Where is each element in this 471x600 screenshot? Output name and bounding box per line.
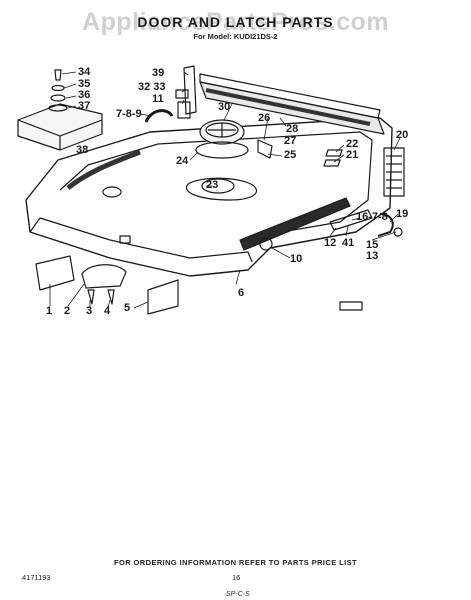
dispenser-outline <box>185 177 258 201</box>
callout-5: 5 <box>124 302 131 314</box>
page-title: DOOR AND LATCH PARTS <box>137 14 334 30</box>
part-4-pin <box>107 289 115 305</box>
part-23-cap <box>201 178 235 194</box>
callout-25: 25 <box>284 149 297 161</box>
callout-15: 15 <box>366 239 379 251</box>
part-3-screw <box>87 289 95 305</box>
callout-3: 3 <box>86 305 93 317</box>
callout-35: 35 <box>78 78 91 90</box>
callout-21: 21 <box>346 149 359 161</box>
callout-28: 28 <box>286 123 299 135</box>
callout-2: 2 <box>64 305 71 317</box>
part-7-8-9-arm <box>144 109 174 123</box>
part-24-gasket <box>195 141 249 159</box>
callout-36: 36 <box>78 89 91 101</box>
part-22-clip <box>325 149 343 157</box>
part-37-washer <box>48 104 68 112</box>
callout-11: 11 <box>152 93 164 105</box>
callout-20: 20 <box>396 129 409 141</box>
page-code: SP-C-S <box>226 591 250 598</box>
callout-4: 4 <box>104 305 111 317</box>
callout-12: 12 <box>324 237 337 249</box>
callout-19: 19 <box>396 208 409 220</box>
door-slot-panel <box>119 235 131 244</box>
part-16-hinge-arm <box>329 209 373 231</box>
part-36-ring <box>50 94 66 102</box>
callout-34: 34 <box>78 66 91 78</box>
callout-26: 26 <box>258 112 271 124</box>
callout-38: 38 <box>76 144 89 156</box>
page-number: 16 <box>232 573 241 582</box>
part-20-spring <box>383 147 405 197</box>
part-19-hook <box>377 213 394 237</box>
small-part-sketch <box>339 301 363 311</box>
callout-6: 6 <box>238 287 245 299</box>
part-34-screw <box>54 69 62 81</box>
door-vent-strip <box>239 197 351 251</box>
watermark-logo: AppliancePartsPros.com <box>82 8 389 36</box>
callout-1: 1 <box>46 305 53 317</box>
model-subtitle: For Model: KUDI21DS-2 <box>193 32 278 41</box>
part-15-screw <box>393 227 403 237</box>
callout-10: 10 <box>290 253 303 265</box>
callout-41: 41 <box>342 237 355 249</box>
door-port-left <box>102 186 122 198</box>
callout-39: 39 <box>152 67 165 79</box>
part-5-plate <box>147 279 179 315</box>
callout-7-8-9: 7-8-9 <box>116 108 142 120</box>
callout-16-7-8: 16-7-8 <box>356 211 388 223</box>
document-number: 4171193 <box>22 573 51 582</box>
part-38-tray <box>17 103 103 151</box>
part-26-bracket <box>257 139 273 159</box>
callout-24: 24 <box>176 155 189 167</box>
part-32-block <box>175 89 189 99</box>
part-2-hinge <box>81 264 127 289</box>
ordering-info-note: FOR ORDERING INFORMATION REFER TO PARTS … <box>114 558 357 567</box>
callout-27: 27 <box>284 135 297 147</box>
part-39-post <box>183 65 197 115</box>
top-panel-dark-band <box>205 88 371 126</box>
callout-22: 22 <box>346 138 359 150</box>
callout-32-33: 32 33 <box>138 81 166 93</box>
callout-23: 23 <box>206 179 219 191</box>
part-35-seal <box>51 84 65 92</box>
top-panel-back <box>199 73 381 119</box>
part-21-clip <box>323 159 341 167</box>
callout-13: 13 <box>366 250 379 262</box>
callout-37: 37 <box>78 100 91 112</box>
door-panel <box>25 117 393 277</box>
door-inner-edge <box>59 131 373 237</box>
part-11-latch <box>177 101 191 119</box>
door-lower-edge <box>29 217 253 263</box>
part-10-knob <box>259 237 273 251</box>
callout-30: 30 <box>218 101 231 113</box>
door-trim-strip <box>66 149 141 190</box>
part-1-bracket <box>35 255 75 291</box>
